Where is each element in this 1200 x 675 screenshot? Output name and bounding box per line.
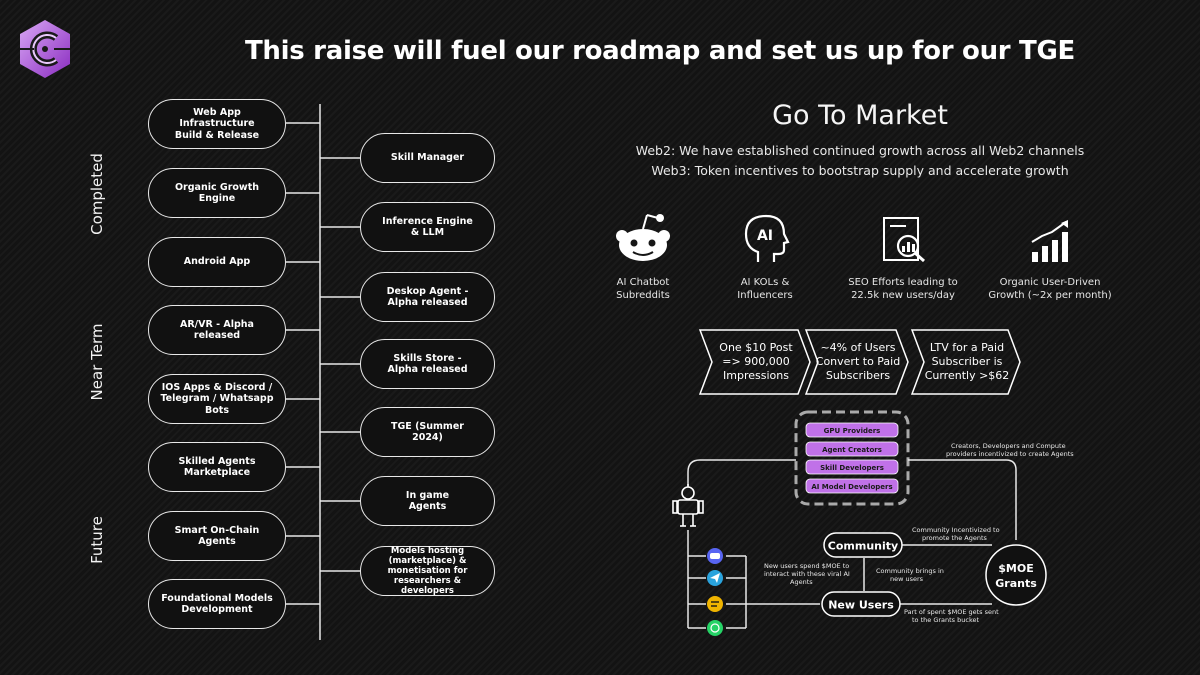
- provider-skill-developers: [805, 459, 899, 475]
- provider-agent-creators-label: Agent Creators: [822, 446, 882, 454]
- svg-text:One $10 Post: One $10 Post: [719, 341, 793, 354]
- providers-note-line1: Creators, Developers and Compute: [951, 442, 1066, 450]
- roadmap-item-in-game-agents: In game Agents: [360, 476, 495, 526]
- roadmap-item-ar-vr: AR/VR - Alpha released: [148, 305, 286, 355]
- grants-note-line1: Part of spent $MOE gets sent: [904, 608, 999, 616]
- roadmap-item-skill-manager: Skill Manager: [360, 133, 495, 183]
- grants-label-line2: Grants: [995, 577, 1037, 590]
- provider-skill-developers-label: Skill Developers: [820, 464, 884, 472]
- roadmap-item-android-app: Android App: [148, 237, 286, 287]
- brings-note-line1: Community brings in: [876, 567, 944, 575]
- svg-text:Convert to Paid: Convert to Paid: [816, 355, 900, 368]
- messenger-icon: [707, 596, 723, 612]
- channel-label-seo: SEO Efforts leading to 22.5k new users/d…: [848, 277, 958, 301]
- community-note-line1: Community Incentivized to: [912, 526, 1000, 534]
- svg-text:~4% of Users: ~4% of Users: [820, 341, 895, 354]
- go-to-market-title: Go To Market: [772, 100, 948, 131]
- funnel-step-ltv: [910, 329, 1021, 395]
- provider-ai-model-developers-label: AI Model Developers: [811, 483, 892, 491]
- conversion-funnel: One $10 Post => 900,000 Impressions ~4% …: [698, 329, 1021, 395]
- roadmap-item-inference-engine: Inference Engine & LLM: [360, 202, 495, 252]
- community-label: Community: [828, 540, 898, 553]
- provider-gpu-label: GPU Providers: [824, 427, 881, 435]
- seo-chart-icon: [883, 217, 925, 263]
- funnel-step-impressions: [698, 329, 811, 395]
- svg-text:Currently >$62: Currently >$62: [925, 369, 1010, 382]
- channel-label-subreddits: AI Chatbot Subreddits: [616, 277, 670, 301]
- growth-bars-icon: [1031, 220, 1068, 262]
- provider-agent-creators: [805, 441, 899, 457]
- providers-container: [794, 410, 910, 506]
- new-users-node: [821, 591, 901, 617]
- web2-statement: Web2: We have established continued grow…: [635, 143, 1085, 158]
- roadmap-item-tge: TGE (Summer 2024): [360, 407, 495, 457]
- provider-ai-model-developers: [805, 478, 899, 494]
- roadmap-item-on-chain-agents: Smart On-Chain Agents: [148, 511, 286, 561]
- svg-text:Subscriber is: Subscriber is: [932, 355, 1003, 368]
- grants-note-line2: to the Grants bucket: [912, 616, 979, 624]
- page-title: This raise will fuel our roadmap and set…: [245, 36, 1075, 66]
- brings-note-line2: new users: [890, 575, 924, 583]
- reddit-icon: [616, 214, 670, 261]
- providers-note-line2: providers incentivized to create Agents: [946, 450, 1074, 458]
- robot-agent-icon: [672, 484, 704, 527]
- svg-text:LTV for a Paid: LTV for a Paid: [930, 341, 1004, 354]
- roadmap-item-models-hosting: Models hosting (marketplace) & monetisat…: [360, 546, 495, 596]
- spend-note-line1: New users spend $MOE to: [764, 562, 849, 570]
- spend-note-line3: Agents: [790, 578, 813, 586]
- grants-label-line1: $MOE: [998, 562, 1033, 575]
- funnel-step-conversion: [804, 329, 909, 395]
- roadmap-connectors: [286, 104, 360, 640]
- channel-label-kols: AI KOLs & Influencers: [737, 277, 793, 301]
- roadmap-item-desktop-agent: Deskop Agent - Alpha released: [360, 272, 495, 322]
- ecosystem-diagram: GPU Providers Agent Creators Skill Devel…: [672, 410, 1074, 636]
- community-note-line2: promote the Agents: [922, 534, 988, 542]
- new-users-label: New Users: [828, 599, 894, 612]
- svg-text:AI: AI: [757, 228, 773, 244]
- whatsapp-icon: [707, 620, 723, 636]
- ai-head-icon: AI: [744, 214, 790, 262]
- web3-statement: Web3: Token incentives to bootstrap supp…: [651, 163, 1069, 178]
- svg-text:Impressions: Impressions: [723, 369, 789, 382]
- roadmap-item-organic-growth: Organic Growth Engine: [148, 168, 286, 218]
- roadmap-item-ios-apps: IOS Apps & Discord / Telegram / Whatsapp…: [148, 374, 286, 424]
- svg-text:Subscribers: Subscribers: [826, 369, 891, 382]
- roadmap-item-skilled-agents: Skilled Agents Marketplace: [148, 442, 286, 492]
- provider-gpu: [805, 422, 899, 438]
- roadmap-item-foundational-models: Foundational Models Development: [148, 579, 286, 629]
- moe-grants-node: [985, 544, 1047, 606]
- svg-text:=> 900,000: => 900,000: [722, 355, 789, 368]
- community-node: [823, 532, 903, 558]
- company-logo: [20, 20, 70, 78]
- roadmap-item-web-app: Web App Infrastructure Build & Release: [148, 99, 286, 149]
- spend-note-line2: interact with these viral AI: [764, 570, 850, 578]
- channel-label-organic: Organic User-Driven Growth (~2x per mont…: [988, 277, 1112, 301]
- roadmap-item-skills-store: Skills Store - Alpha released: [360, 339, 495, 389]
